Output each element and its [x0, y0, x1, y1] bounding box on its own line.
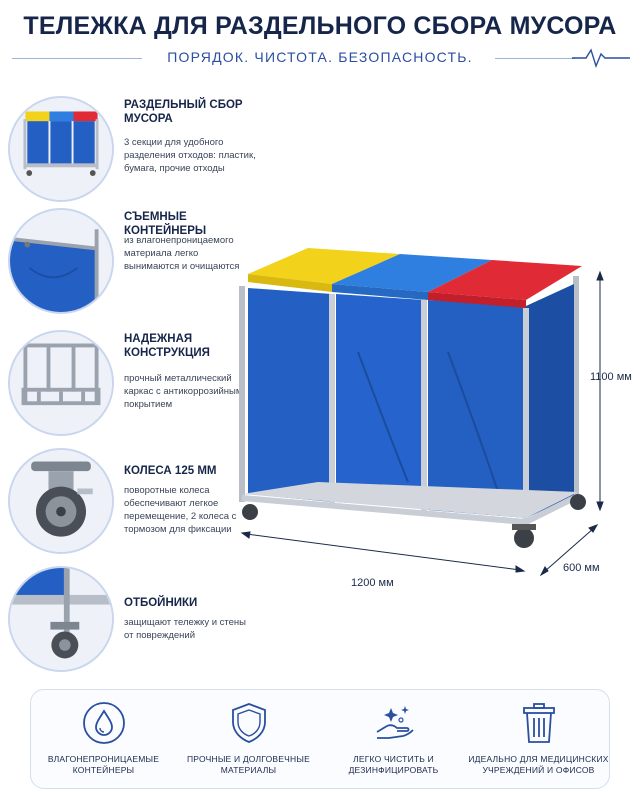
three-bins-icon — [8, 96, 114, 202]
subtitle-row: ПОРЯДОК. ЧИСТОТА. БЕЗОПАСНОСТЬ. — [0, 46, 640, 69]
shield-icon — [226, 700, 272, 746]
feature-description: 3 секции для удобного разделения отходов… — [124, 137, 256, 174]
feature-removable-containers: СЪЕМНЫЕ КОНТЕЙНЕРЫ из влагонепроницаемог… — [8, 208, 248, 320]
page-title: ТЕЛЕЖКА ДЛЯ РАЗДЕЛЬНОГО СБОРА МУСОРА — [23, 12, 617, 40]
divider-right — [495, 58, 575, 59]
width-dimension: 1200 мм — [351, 577, 394, 589]
wheel-icon — [8, 448, 114, 554]
feature-separate-collection: РАЗДЕЛЬНЫЙ СБОР МУСОРА 3 секции для удоб… — [8, 96, 256, 208]
feature-description: защищают тележку и стены от повреждений — [124, 617, 247, 641]
benefit-label: ИДЕАЛЬНО ДЛЯ МЕДИЦИНСКИХ УЧРЕЖДЕНИЙ И ОФ… — [468, 754, 609, 775]
height-dimension: 1100 мм — [590, 371, 632, 383]
divider-left — [12, 58, 142, 59]
cleaning-hand-icon — [371, 700, 417, 746]
frame-icon — [8, 330, 114, 436]
water-drop-icon — [81, 700, 127, 746]
benefit-durable: ПРОЧНЫЕ И ДОЛГОВЕЧНЫЕ МАТЕРИАЛЫ — [176, 700, 321, 776]
benefit-label: ВЛАГОНЕПРОНИЦАЕМЫЕ КОНТЕЙНЕРЫ — [47, 754, 160, 775]
bumper-icon — [8, 566, 114, 672]
feature-title: ОТБОЙНИКИ — [124, 597, 198, 609]
feature-title: НАДЕЖНАЯ КОНСТРУКЦИЯ — [124, 333, 210, 359]
benefit-label: ЛЕГКО ЧИСТИТЬ И ДЕЗИНФИЦИРОВАТЬ — [348, 754, 439, 775]
depth-dimension: 600 мм — [563, 562, 600, 574]
feature-description: поворотные колеса обеспечивают легкое пе… — [124, 485, 237, 535]
benefit-medical-offices: ИДЕАЛЬНО ДЛЯ МЕДИЦИНСКИХ УЧРЕЖДЕНИЙ И ОФ… — [466, 700, 611, 776]
feature-description: из влагонепроницаемого материала легко в… — [124, 235, 240, 272]
feature-title: КОЛЕСА 125 ММ — [124, 465, 217, 477]
benefit-waterproof: ВЛАГОНЕПРОНИЦАЕМЫЕ КОНТЕЙНЕРЫ — [31, 700, 176, 776]
bag-icon — [8, 208, 114, 314]
page-subtitle: ПОРЯДОК. ЧИСТОТА. БЕЗОПАСНОСТЬ. — [167, 49, 473, 65]
feature-bumpers: ОТБОЙНИКИ защищают тележку и стены от по… — [8, 566, 248, 678]
benefit-easy-clean: ЛЕГКО ЧИСТИТЬ И ДЕЗИНФИЦИРОВАТЬ — [321, 700, 466, 776]
feature-description: прочный металлический каркас с антикорро… — [124, 373, 243, 410]
feature-title: СЪЕМНЫЕ КОНТЕЙНЕРЫ — [124, 211, 207, 237]
trolley-illustration — [239, 248, 604, 577]
feature-title: РАЗДЕЛЬНЫЙ СБОР МУСОРА — [124, 99, 243, 125]
benefits-panel: ВЛАГОНЕПРОНИЦАЕМЫЕ КОНТЕЙНЕРЫ ПРОЧНЫЕ И … — [30, 689, 610, 789]
trash-can-icon — [516, 700, 562, 746]
feature-wheels: КОЛЕСА 125 ММ поворотные колеса обеспечи… — [8, 448, 248, 560]
pulse-line-icon — [572, 48, 630, 69]
feature-reliable-frame: НАДЕЖНАЯ КОНСТРУКЦИЯ прочный металлическ… — [8, 330, 248, 442]
benefit-label: ПРОЧНЫЕ И ДОЛГОВЕЧНЫЕ МАТЕРИАЛЫ — [187, 754, 310, 775]
